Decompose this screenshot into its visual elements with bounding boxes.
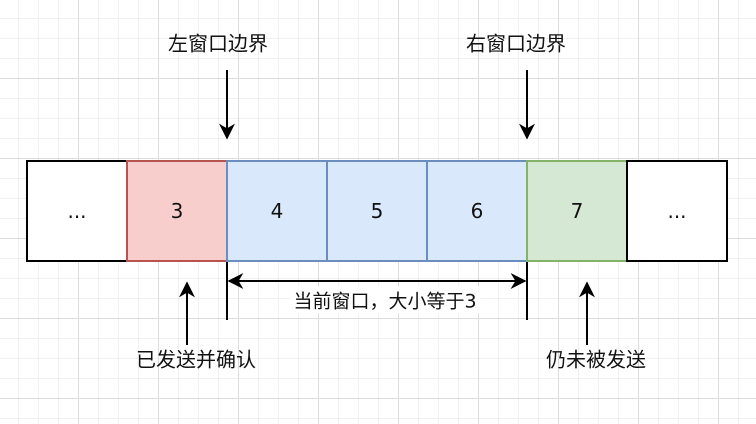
sequence-cell-6	[626, 160, 728, 262]
sequence-cell-4	[426, 160, 528, 262]
not-sent-label: 仍未被发送	[546, 347, 646, 372]
sequence-cell-label-3: 5	[370, 199, 384, 223]
sequence-cell-label-6: ...	[667, 199, 687, 223]
sequence-cell-0	[26, 160, 128, 262]
left-window-border-label: 左窗口边界	[168, 31, 268, 56]
sequence-cell-label-2: 4	[270, 199, 284, 223]
sent-acked-label: 已发送并确认	[136, 347, 256, 372]
current-window-label: 当前窗口，大小等于3	[289, 286, 481, 314]
sequence-cell-1	[126, 160, 228, 262]
sequence-cell-5	[526, 160, 628, 262]
sequence-cell-label-0: ...	[67, 199, 87, 223]
sequence-cell-label-1: 3	[170, 199, 184, 223]
sequence-cells	[26, 160, 728, 262]
right-window-border-label: 右窗口边界	[466, 31, 566, 56]
sequence-cell-label-4: 6	[470, 199, 484, 223]
sequence-cell-label-5: 7	[570, 199, 584, 223]
sequence-cell-2	[226, 160, 328, 262]
